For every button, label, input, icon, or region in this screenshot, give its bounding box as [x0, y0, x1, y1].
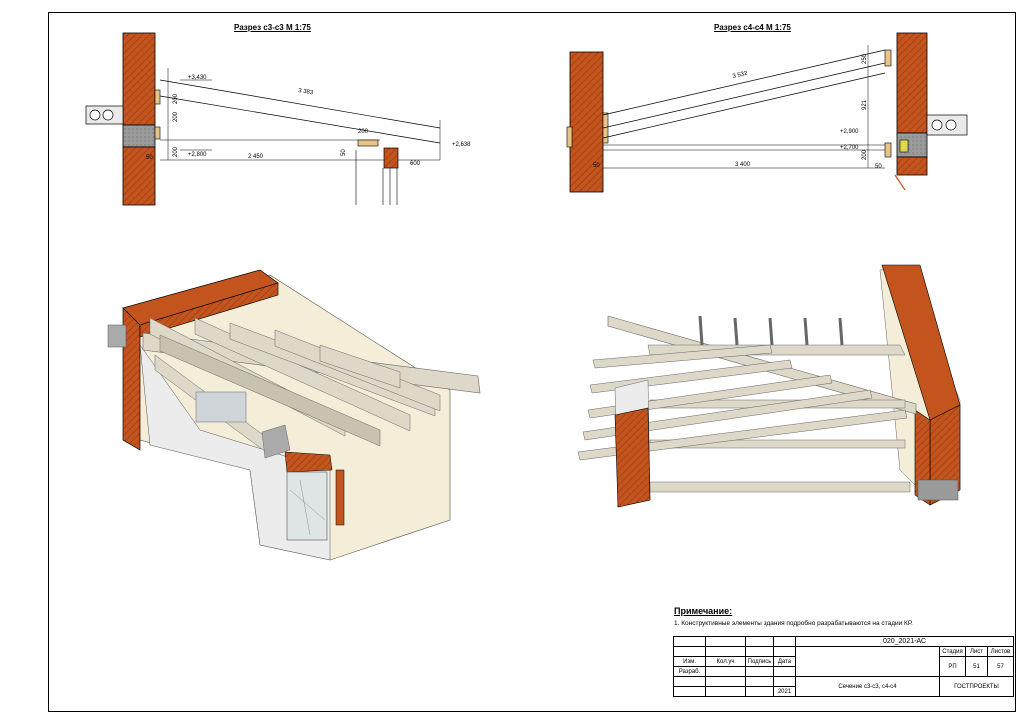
label-50-left: 50 — [593, 163, 600, 169]
drawing-frame — [48, 12, 1016, 712]
data-label: Дата — [773, 656, 796, 667]
label-elev-2700: +2,700 — [840, 145, 859, 151]
year-label: 2021 — [773, 686, 796, 697]
stage-value: РП — [939, 656, 966, 677]
brick-wall-lower — [122, 146, 156, 206]
label-rafter-3532: 3 532 — [732, 71, 749, 80]
label-200: 200 — [862, 149, 868, 160]
wall-plate — [154, 89, 161, 105]
label-50: 50 — [146, 155, 153, 161]
izm-label: Изм. — [673, 656, 706, 667]
label-elev-2638: +2,638 — [452, 142, 471, 148]
label-50-right: 50 — [875, 164, 882, 170]
sheet-value: 51 — [965, 656, 988, 677]
sheets-value: 57 — [987, 656, 1014, 677]
stage-header: Стадия — [939, 646, 966, 657]
note-text: 1. Конструктивные элементы здания подроб… — [674, 620, 913, 627]
note-title: Примечание: — [674, 606, 733, 616]
brick-wall-left — [569, 51, 604, 193]
label-921: 921 — [862, 99, 868, 110]
section-c4-drawing: 3 532 250 921 +2,900 +2,700 200 50 3 400… — [566, 32, 968, 193]
label-200c: 200 — [173, 146, 179, 157]
rafter-line-bottom — [159, 95, 441, 144]
sheets-header: Листов — [987, 646, 1014, 657]
concrete-lintel — [122, 124, 156, 148]
label-50-small: 50 — [341, 149, 347, 156]
label-200-top: 200 — [358, 129, 369, 135]
label-600: 600 — [410, 161, 421, 167]
label-span-3400: 3 400 — [735, 162, 751, 168]
section-title-c4: Разрез с4-с4 М 1:75 — [714, 23, 791, 32]
rafter-line-top — [159, 79, 441, 129]
isometric-view-c3 — [107, 269, 481, 561]
section-c3-drawing: +3,430 3 383 200 200 200 50 +2,800 2 450… — [85, 32, 471, 206]
label-200b: 200 — [173, 111, 179, 122]
label-elev-2800: +2,800 — [188, 152, 207, 158]
drawing-name: Сечение с3-с3, с4-с4 — [795, 676, 940, 697]
title-block: 020_2021-АС Стадия Лист Листов Изм. Кол.… — [673, 636, 1014, 697]
project-code: 020_2021-АС — [795, 636, 1014, 647]
brick-wall-right — [896, 32, 928, 134]
section-title-c3: Разрез с3-с3 М 1:75 — [234, 23, 311, 32]
razrab-label: Разраб. — [673, 666, 706, 677]
company-name: ГОСТПРОЕКТЫ — [939, 676, 1014, 697]
label-elev-2900: +2,900 — [840, 129, 859, 135]
sheet-header: Лист — [965, 646, 988, 657]
brick-wall-upper — [122, 32, 156, 126]
koluch-label: Кол.уч — [705, 656, 746, 667]
podpis-label: Подпись — [745, 656, 774, 667]
label-rafter-3383: 3 383 — [298, 88, 314, 96]
label-span-2450: 2 450 — [248, 154, 264, 160]
label-200a: 200 — [173, 93, 179, 104]
label-elev-3430: +3,430 — [188, 75, 207, 81]
label-250: 250 — [862, 53, 868, 64]
isometric-view-c4 — [577, 264, 961, 508]
